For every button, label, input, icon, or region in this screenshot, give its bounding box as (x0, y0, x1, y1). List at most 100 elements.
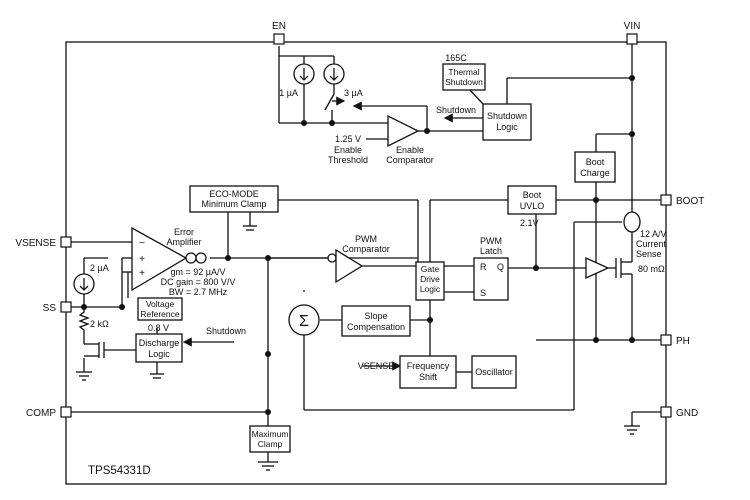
pwm-comparator-line1: PWM (355, 234, 377, 244)
voltage-reference-block (137, 297, 183, 321)
pwm-latch-line1: PWM (480, 236, 502, 246)
eco-mode-line2: Minimum Clamp (201, 199, 266, 209)
shutdown-logic-line2: Logic (496, 122, 518, 132)
pin-ss (60, 301, 72, 313)
pin-ph (660, 334, 672, 346)
oscillator-block (471, 355, 517, 389)
temp-165c-label: 165C (445, 53, 467, 63)
pin-vin-label: VIN (624, 21, 641, 32)
latch-r-label: R (480, 262, 487, 272)
discharge-logic-line1: Discharge (139, 338, 180, 348)
shutdown-mid-label: Shutdown (206, 326, 246, 336)
pin-boot-label: BOOT (676, 196, 704, 207)
frequency-shift-line2: Shift (419, 372, 438, 382)
thermal-shutdown-line1: Thermal (448, 67, 479, 77)
boot-uvlo-line2: UVLO (520, 201, 545, 211)
pwm-latch-line2: Latch (480, 246, 502, 256)
current-sense-line1: 12 A/V (640, 229, 667, 239)
gate-drive-line1: Gate (421, 264, 440, 274)
pin-gnd-label: GND (676, 408, 698, 419)
frequency-shift-block (399, 355, 457, 389)
voltage-reference-line1: Voltage (146, 299, 175, 309)
current-sense-line2: Current (636, 239, 667, 249)
thermal-shutdown-block (442, 63, 486, 91)
amp-spec-gm: gm = 92 µA/V (171, 267, 226, 277)
error-amp-output-circle1 (185, 252, 197, 264)
current-3ua-label: 3 µA (344, 88, 363, 98)
pin-comp-label: COMP (26, 408, 56, 419)
boot-charge-block (574, 151, 616, 183)
pin-vsense (60, 236, 72, 248)
maximum-clamp-line1: Maximum (252, 429, 289, 439)
amp-spec-gain: DC gain = 800 V/V (161, 277, 236, 287)
junction-dots (81, 75, 635, 415)
chip-name: TPS54331D (88, 465, 151, 477)
vsense-input-label: VSENSE (358, 361, 395, 371)
pin-boot (660, 194, 672, 206)
gate-drive-line2: Drive (420, 274, 440, 284)
latch-q-label: Q (497, 262, 504, 272)
current-source-1ua (293, 63, 315, 85)
pin-gnd (660, 406, 672, 418)
pin-comp (60, 406, 72, 418)
boot-charge-line2: Charge (580, 168, 610, 178)
pin-vin (626, 33, 638, 45)
enable-threshold-voltage: 1.25 V (335, 134, 361, 144)
voltage-0v8-label: 0.8 V (148, 323, 169, 333)
chip-outline (65, 41, 667, 485)
gate-driver-buffer (585, 256, 610, 280)
pin-ph-label: PH (676, 336, 690, 347)
voltage-reference-line2: Reference (140, 309, 179, 319)
oscillator-label: Oscillator (475, 367, 513, 377)
current-source-2ua (73, 273, 95, 295)
maximum-clamp-block (249, 425, 291, 453)
pin-en-label: EN (272, 21, 286, 32)
resistor-80m-label: 80 mΩ (638, 264, 665, 274)
latch-s-label: S (480, 288, 486, 298)
summing-node (288, 304, 320, 336)
shutdown-logic-line1: Shutdown (487, 111, 527, 121)
enable-threshold-line2: Enable (334, 145, 362, 155)
error-amp-label-line2: Amplifier (166, 237, 201, 247)
error-amp-label-line1: Error (174, 227, 194, 237)
discharge-logic-block (135, 333, 183, 363)
maximum-clamp-line2: Clamp (258, 439, 283, 449)
boot-uvlo-block (507, 185, 557, 215)
frequency-shift-line1: Frequency (407, 361, 450, 371)
enable-threshold-line3: Threshold (328, 155, 368, 165)
pin-en (273, 33, 285, 45)
slope-compensation-block (341, 305, 411, 337)
enable-comparator-symbol (387, 114, 420, 148)
current-2ua-label: 2 µA (90, 263, 109, 273)
shutdown-top-label: Shutdown (436, 105, 476, 115)
error-amp-output-circle2 (195, 252, 207, 264)
voltage-2v1-label: 2.1V (520, 218, 539, 228)
current-sense-ring (623, 211, 641, 233)
shutdown-logic-block (482, 103, 532, 141)
eco-mode-block (189, 185, 279, 213)
thermal-shutdown-line2: Shutdown (445, 77, 483, 87)
amp-spec-bw: BW = 2.7 MHz (169, 287, 228, 297)
slope-compensation-line1: Slope (364, 311, 387, 321)
error-amp-minus: − (139, 238, 145, 249)
pwm-comparator-symbol (335, 248, 364, 284)
current-sense-line3: Sense (636, 249, 662, 259)
eco-mode-line1: ECO-MODE (209, 189, 259, 199)
pin-vsense-label: VSENSE (15, 238, 56, 249)
discharge-logic-line2: Logic (148, 349, 170, 359)
enable-comparator-line1: Enable (396, 145, 424, 155)
pwm-comparator-line2: Comparator (342, 244, 390, 254)
gate-drive-line3: Logic (420, 284, 441, 294)
current-source-3ua (323, 63, 345, 85)
error-amp-plus2: + (139, 268, 145, 279)
enable-comparator-line2: Comparator (386, 155, 434, 165)
error-amplifier-symbol (131, 226, 188, 292)
error-amp-plus1: + (139, 254, 145, 265)
pwm-comparator-input-circle (327, 253, 337, 263)
boot-charge-line1: Boot (586, 157, 605, 167)
pwm-latch-block (473, 257, 509, 301)
slope-compensation-line2: Compensation (347, 322, 405, 332)
sigma-symbol: Σ (299, 313, 309, 330)
current-1ua-label: 1 µA (279, 88, 298, 98)
